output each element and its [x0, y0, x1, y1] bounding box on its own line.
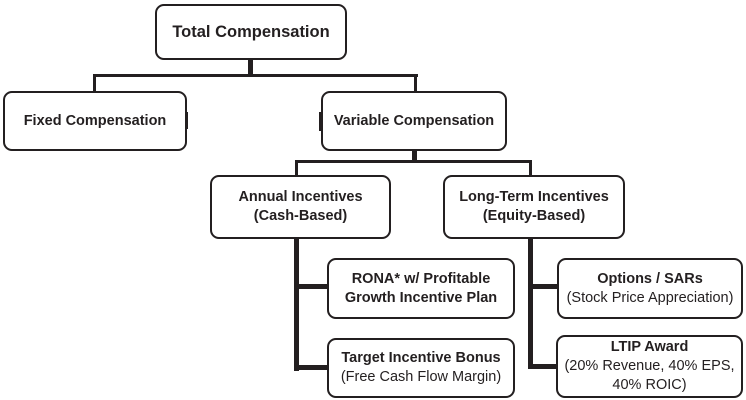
- node-ltip-award: LTIP Award (20% Revenue, 40% EPS, 40% RO…: [556, 335, 743, 398]
- connector-stub-ltip: [530, 364, 557, 369]
- node-variable-compensation: Variable Compensation: [321, 91, 507, 151]
- connector-variable-trunk: [412, 149, 417, 162]
- node-longterm-incentives-line1: Long-Term Incentives: [459, 189, 609, 205]
- node-annual-incentives: Annual Incentives (Cash-Based): [210, 175, 391, 239]
- node-target-incentive-bonus: Target Incentive Bonus (Free Cash Flow M…: [327, 338, 515, 398]
- node-rona-plan: RONA* w/ Profitable Growth Incentive Pla…: [327, 258, 515, 319]
- node-ltip-award-line3: 40% ROIC): [612, 377, 687, 393]
- node-fixed-compensation: Fixed Compensation: [3, 91, 187, 151]
- node-total-compensation: Total Compensation: [155, 4, 347, 60]
- connector-stub-rona: [296, 284, 327, 289]
- node-variable-compensation-label: Variable Compensation: [333, 112, 495, 129]
- node-options-sars-line2: (Stock Price Appreciation): [566, 289, 734, 306]
- connector-longterm-trunk: [528, 237, 533, 369]
- connector-stub-target: [296, 365, 327, 370]
- node-total-compensation-label: Total Compensation: [172, 22, 330, 41]
- node-target-incentive-bonus-line1: Target Incentive Bonus: [341, 350, 501, 366]
- connector-stub-options: [530, 284, 558, 289]
- connector-drop-annual: [295, 162, 298, 175]
- connector-level2-hbar: [295, 160, 532, 163]
- node-target-incentive-bonus-line2: (Free Cash Flow Margin): [340, 369, 502, 385]
- node-options-sars-line1: Options / SARs: [597, 270, 703, 287]
- node-ltip-award-line1: LTIP Award: [610, 339, 689, 355]
- node-rona-plan-line1: RONA* w/ Profitable: [351, 270, 491, 287]
- connector-total-trunk: [248, 58, 253, 75]
- node-rona-plan-line2: Growth Incentive Plan: [344, 289, 498, 306]
- node-longterm-incentives: Long-Term Incentives (Equity-Based): [443, 175, 625, 239]
- connector-drop-longterm: [529, 162, 532, 175]
- connector-drop-variable: [414, 76, 417, 91]
- node-fixed-compensation-label: Fixed Compensation: [23, 112, 167, 129]
- node-annual-incentives-line1: Annual Incentives: [238, 189, 363, 205]
- connector-level1-hbar: [93, 74, 418, 77]
- node-longterm-incentives-line2: (Equity-Based): [482, 208, 586, 224]
- connector-annual-trunk: [294, 237, 299, 371]
- node-ltip-award-line2: (20% Revenue, 40% EPS,: [564, 358, 735, 374]
- node-annual-incentives-line2: (Cash-Based): [253, 208, 348, 224]
- node-options-sars: Options / SARs (Stock Price Appreciation…: [557, 258, 743, 319]
- connector-drop-fixed: [93, 76, 96, 91]
